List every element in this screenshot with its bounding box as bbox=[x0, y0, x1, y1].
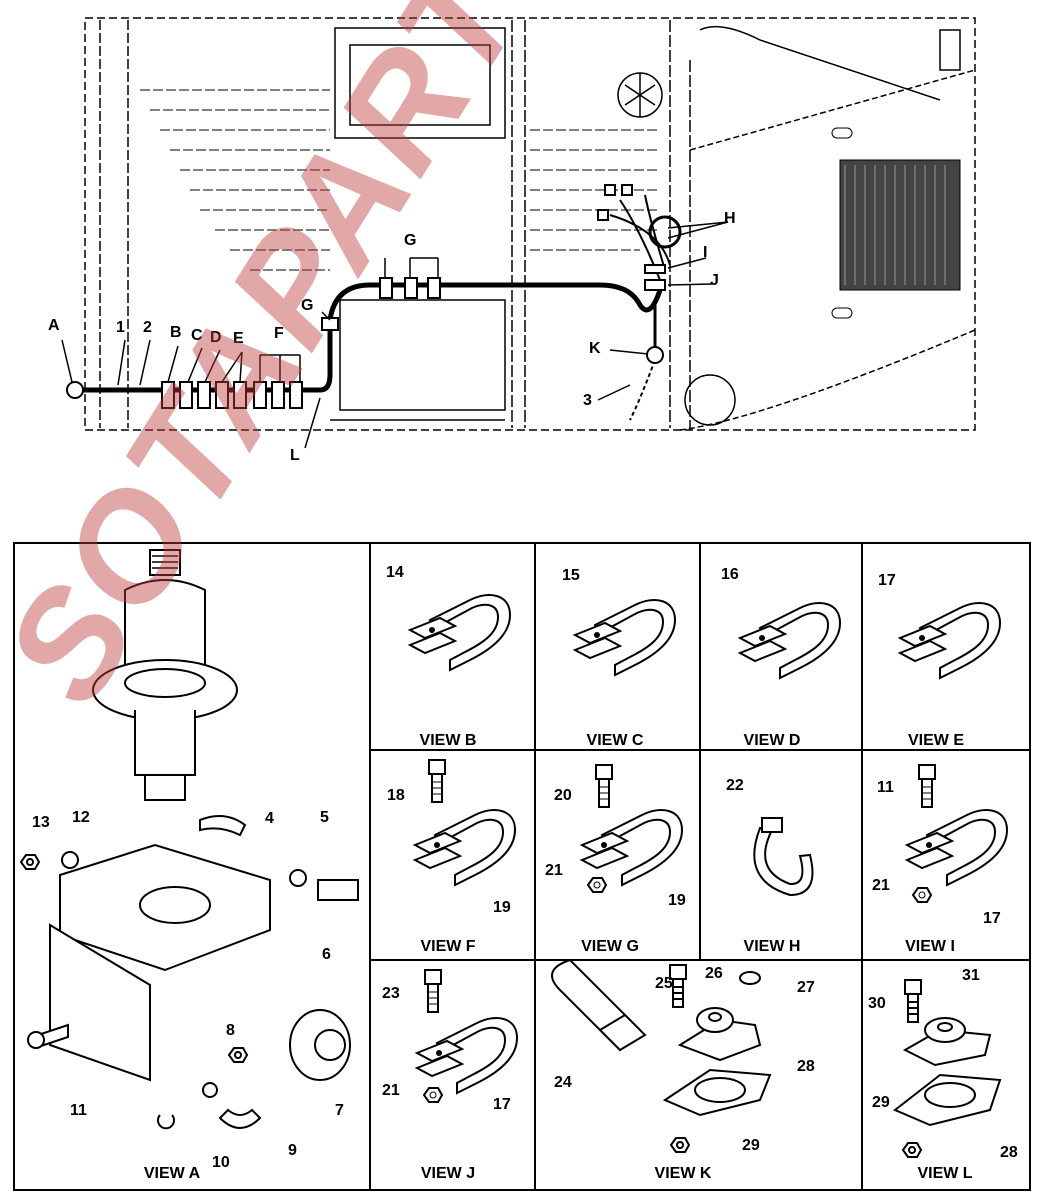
view-a-title: VIEW A bbox=[143, 1165, 201, 1182]
callout-l: L bbox=[290, 447, 300, 464]
item-29-k: 29 bbox=[742, 1137, 760, 1154]
clamp-17-i bbox=[906, 809, 1008, 886]
item-25: 25 bbox=[655, 975, 673, 992]
bolt-11-i bbox=[918, 764, 936, 808]
view-l-title: VIEW L bbox=[917, 1165, 973, 1182]
callout-g-top: G bbox=[404, 232, 417, 249]
view-k-title: VIEW K bbox=[654, 1165, 712, 1182]
item-20: 20 bbox=[554, 787, 572, 804]
item-30: 30 bbox=[868, 995, 886, 1012]
item-28-l: 28 bbox=[1000, 1144, 1018, 1161]
clamp-17-j bbox=[416, 1017, 518, 1094]
item-27: 27 bbox=[797, 979, 815, 996]
body-hatching bbox=[140, 89, 660, 271]
view-g-title: VIEW G bbox=[581, 938, 639, 955]
callout-3: 3 bbox=[583, 392, 592, 409]
item-8: 8 bbox=[226, 1022, 235, 1039]
item-17-i: 17 bbox=[983, 910, 1001, 927]
view-f-title: VIEW F bbox=[420, 938, 476, 955]
cable-tie-22 bbox=[753, 817, 814, 897]
view-k-drawing bbox=[551, 958, 772, 1153]
callout-1: 1 bbox=[116, 319, 125, 336]
item-29-l: 29 bbox=[872, 1094, 890, 1111]
item-6: 6 bbox=[322, 946, 331, 963]
harness-clamps bbox=[66, 184, 666, 409]
clamp-15 bbox=[574, 599, 676, 676]
callout-2: 2 bbox=[143, 319, 152, 336]
item-17-j: 17 bbox=[493, 1096, 511, 1113]
bolt-20 bbox=[595, 764, 613, 808]
clamp-19-g bbox=[581, 809, 683, 886]
callout-k: K bbox=[589, 340, 601, 357]
item-23: 23 bbox=[382, 985, 400, 1002]
item-7: 7 bbox=[335, 1102, 344, 1119]
clamp-16 bbox=[739, 602, 841, 679]
item-18: 18 bbox=[387, 787, 405, 804]
callout-h: H bbox=[724, 210, 736, 227]
item-28-k: 28 bbox=[797, 1058, 815, 1075]
nut-21-j bbox=[423, 1087, 443, 1103]
view-i-title: VIEW I bbox=[905, 938, 955, 955]
item-4: 4 bbox=[265, 810, 274, 827]
bolt-23 bbox=[424, 969, 442, 1013]
callout-d: D bbox=[210, 329, 222, 346]
item-12: 12 bbox=[72, 809, 90, 826]
callout-e: E bbox=[233, 330, 244, 347]
radiator-grille bbox=[831, 127, 961, 319]
view-e-title: VIEW E bbox=[907, 732, 965, 749]
item-16: 16 bbox=[721, 566, 739, 583]
item-21-i: 21 bbox=[872, 877, 890, 894]
view-h-title: VIEW H bbox=[743, 938, 801, 955]
item-24: 24 bbox=[554, 1074, 572, 1091]
item-11: 11 bbox=[70, 1102, 87, 1119]
callout-g-left: G bbox=[301, 297, 314, 314]
item-15: 15 bbox=[562, 567, 580, 584]
item-31: 31 bbox=[962, 967, 980, 984]
item-21-g: 21 bbox=[545, 862, 563, 879]
view-c-title: VIEW C bbox=[586, 732, 644, 749]
clamp-17 bbox=[899, 602, 1001, 679]
nut-21-i bbox=[912, 887, 932, 903]
callout-i: I bbox=[703, 244, 708, 261]
view-l-drawing bbox=[893, 979, 1002, 1158]
view-j-title: VIEW J bbox=[420, 1165, 476, 1182]
item-26: 26 bbox=[705, 965, 723, 982]
wiring-harness bbox=[75, 194, 682, 421]
callout-j: J bbox=[710, 272, 719, 289]
clamp-19-f bbox=[414, 809, 516, 886]
callout-c: C bbox=[191, 327, 203, 344]
vehicle-outline bbox=[84, 17, 976, 431]
item-19-f: 19 bbox=[493, 899, 511, 916]
clamp-14 bbox=[409, 594, 511, 671]
item-14: 14 bbox=[386, 564, 404, 581]
callout-leaders bbox=[61, 221, 729, 449]
callout-b: B bbox=[170, 324, 182, 341]
item-5: 5 bbox=[320, 809, 329, 826]
item-21-j: 21 bbox=[382, 1082, 400, 1099]
item-19-g: 19 bbox=[668, 892, 686, 909]
callout-f: F bbox=[274, 325, 284, 342]
item-22: 22 bbox=[726, 777, 744, 794]
detail-grid bbox=[13, 542, 1031, 1191]
nut-21-g bbox=[587, 877, 607, 893]
item-17-e: 17 bbox=[878, 572, 896, 589]
item-9: 9 bbox=[288, 1142, 297, 1159]
view-b-title: VIEW B bbox=[419, 732, 477, 749]
view-a-drawing bbox=[20, 549, 359, 1130]
bolt-18 bbox=[428, 759, 446, 803]
item-11-i: 11 bbox=[877, 779, 894, 796]
callout-a: A bbox=[48, 317, 60, 334]
item-10: 10 bbox=[212, 1154, 230, 1171]
item-13: 13 bbox=[32, 814, 50, 831]
view-d-title: VIEW D bbox=[743, 732, 801, 749]
